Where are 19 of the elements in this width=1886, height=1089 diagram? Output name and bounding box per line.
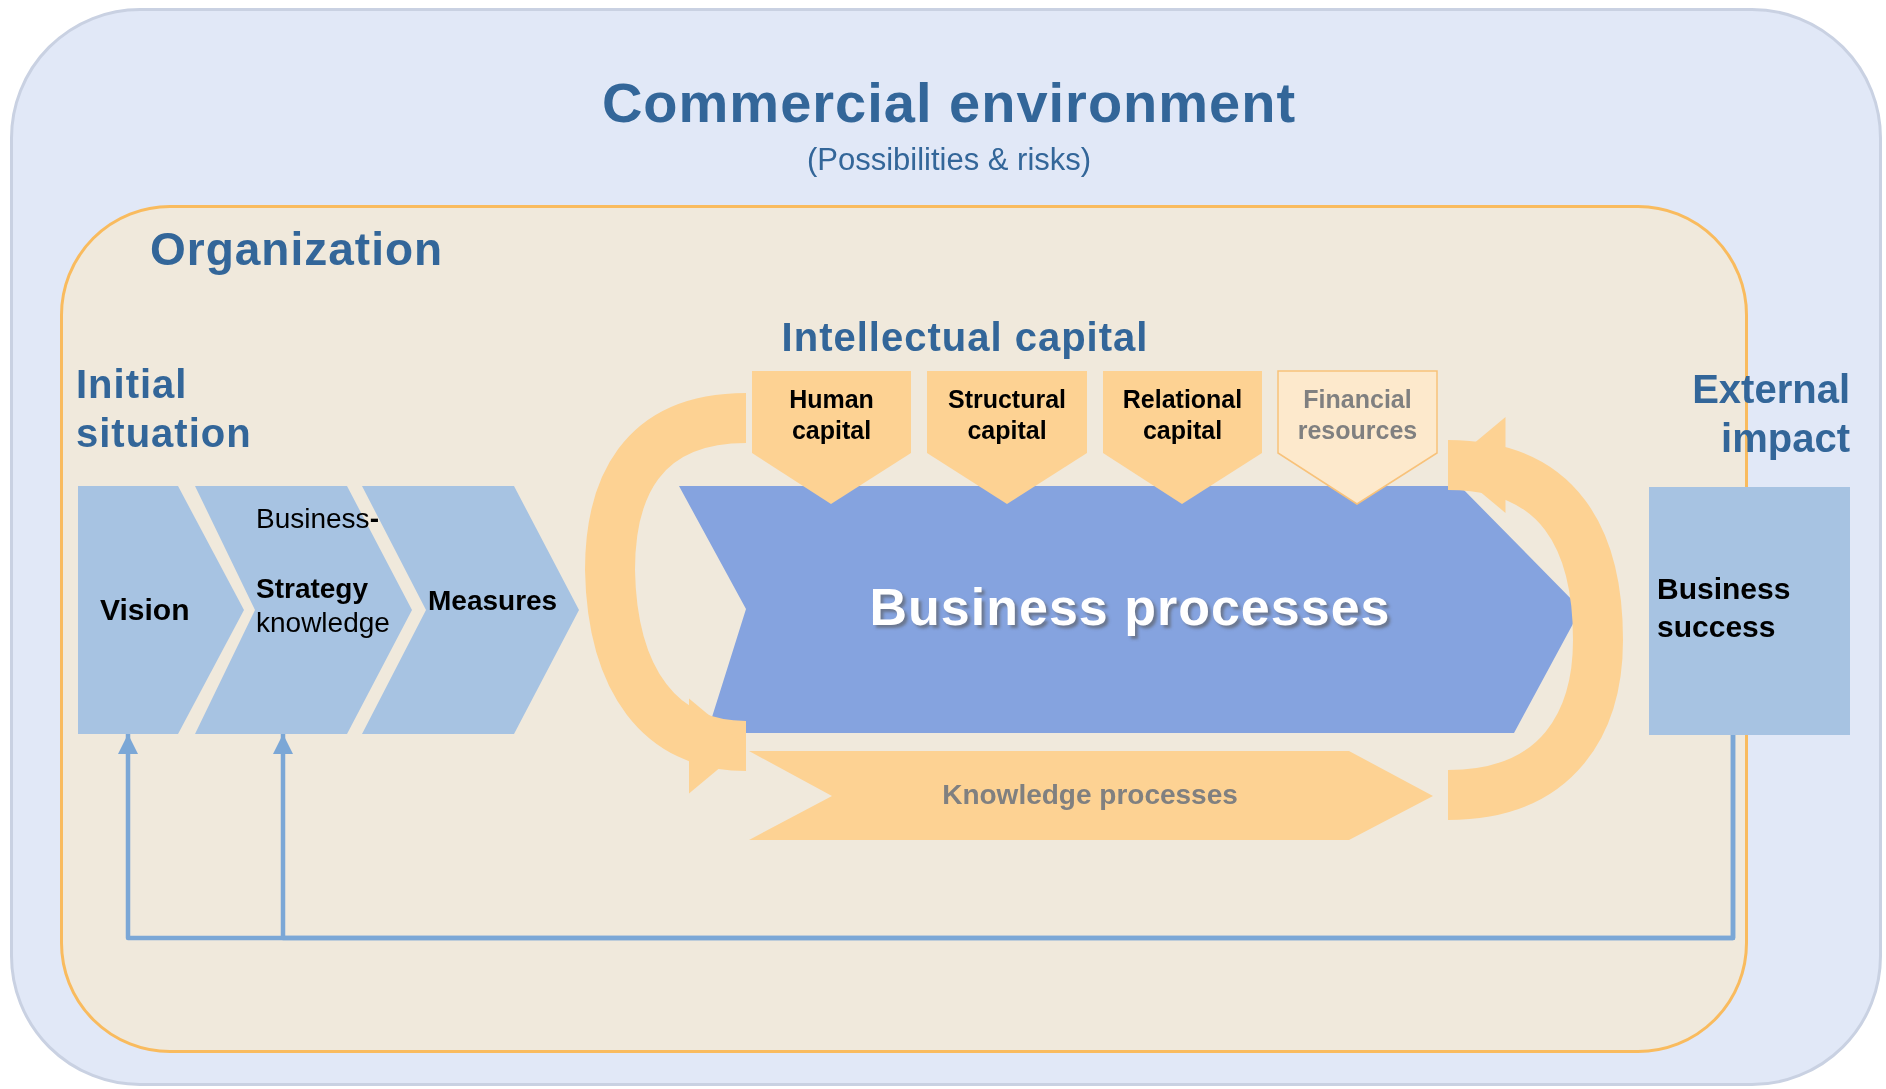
- section-heading: Intellectual capital: [780, 314, 1150, 361]
- step-label: Strategy knowledge: [256, 572, 391, 641]
- cycle-arrow: [1446, 420, 1623, 820]
- step-label: Vision: [100, 592, 191, 628]
- environment-panel: [10, 8, 1882, 1086]
- capital-label: Structural capital: [946, 384, 1068, 445]
- step-label: Business-: [256, 502, 380, 536]
- capital-label: Relational capital: [1121, 384, 1244, 445]
- process-label: Business processes: [868, 577, 1392, 638]
- cycle-arrow: [585, 393, 748, 791]
- section-heading: Initial situation: [76, 361, 253, 457]
- result-box: Business success: [1649, 487, 1850, 735]
- capital-label: Financial resources: [1296, 384, 1419, 445]
- step-label: Measures: [428, 584, 559, 618]
- capital-label: Human capital: [788, 384, 875, 445]
- process-label: Knowledge processes: [941, 778, 1239, 812]
- subtitle: (Possibilities & risks): [805, 141, 1093, 179]
- panel-heading: Organization: [150, 222, 445, 277]
- title: Commercial environment: [600, 70, 1298, 136]
